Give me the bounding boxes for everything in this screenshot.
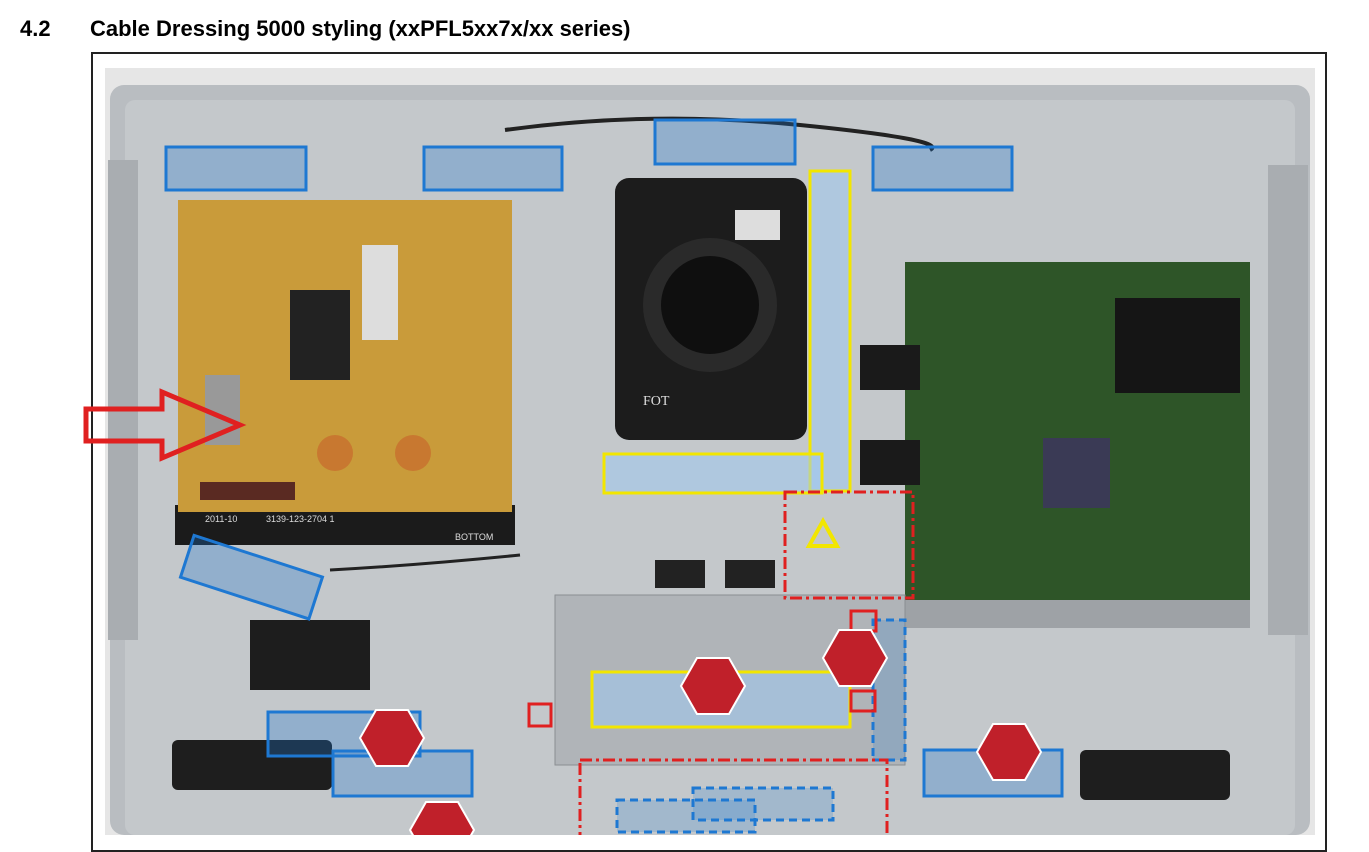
- clamp-marker-red: [527, 702, 553, 728]
- stop-hexagon-icon: [408, 801, 476, 835]
- cable-area-red: [578, 758, 889, 835]
- hdmi-connector: [860, 345, 920, 390]
- cable-area-red: [783, 490, 915, 600]
- tape-marker-blue-dashed: [615, 798, 757, 834]
- right-bracket: [1268, 165, 1308, 635]
- speaker-label: [735, 210, 780, 240]
- board-side: BOTTOM: [455, 532, 493, 542]
- hdmi-connector: [860, 440, 920, 485]
- psu-component: [362, 245, 398, 340]
- tape-marker-blue-dashed: [691, 786, 835, 822]
- warning-triangle-icon: [805, 516, 841, 548]
- tape-marker-blue: [178, 533, 325, 621]
- tape-marker-yellow: [602, 452, 824, 495]
- tape-marker-blue: [653, 118, 797, 166]
- main-board-connector: [1115, 298, 1240, 393]
- ribbon-connector: [725, 560, 775, 588]
- stop-hexagon-icon: [358, 709, 426, 767]
- cable: [329, 553, 521, 572]
- board-date: 2011-10: [205, 514, 237, 524]
- section-number: 4.2: [20, 16, 51, 41]
- left-bracket: [108, 160, 138, 640]
- left-speaker: [172, 740, 332, 790]
- cable: [504, 116, 935, 152]
- stop-hexagon-icon: [821, 629, 889, 687]
- psu-coil: [317, 435, 353, 471]
- right-speaker: [1080, 750, 1230, 800]
- speaker-mark: FOT: [643, 394, 670, 409]
- main-board-chip: [1043, 438, 1110, 508]
- stop-hexagon-icon: [679, 657, 747, 715]
- psu-capacitor: [200, 482, 295, 500]
- tape-marker-blue: [164, 145, 308, 192]
- tape-marker-blue: [422, 145, 564, 192]
- tape-marker-blue: [871, 145, 1014, 192]
- section-title: Cable Dressing 5000 styling (xxPFL5xx7x/…: [90, 16, 631, 41]
- tape-marker-yellow: [808, 169, 852, 493]
- section-heading: 4.2 Cable Dressing 5000 styling (xxPFL5xx…: [20, 16, 631, 42]
- psu-coil: [395, 435, 431, 471]
- stand-bracket: [250, 620, 370, 690]
- main-board-bracket: [905, 600, 1250, 628]
- psu-transformer: [290, 290, 350, 380]
- board-code: 3139-123-2704 1: [266, 514, 335, 524]
- arrow-right-icon: [83, 388, 247, 462]
- ribbon-connector: [655, 560, 705, 588]
- speaker-cone: [643, 238, 777, 372]
- stop-hexagon-icon: [975, 723, 1043, 781]
- clamp-marker-red: [849, 689, 877, 713]
